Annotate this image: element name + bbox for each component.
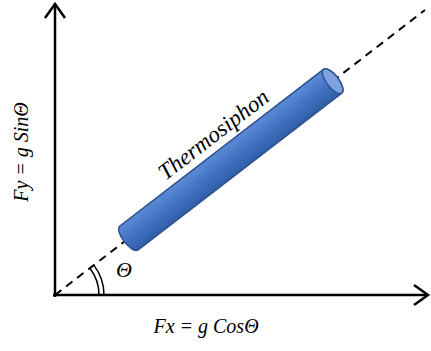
dashed-axis	[55, 10, 425, 295]
angle-arc	[94, 265, 104, 295]
thermosiphon-tube	[115, 66, 346, 254]
x-axis	[53, 294, 426, 297]
y-axis	[54, 6, 57, 297]
angle-label: Θ	[116, 259, 132, 281]
force-label: Fx = g CosΘ	[153, 316, 258, 336]
x-axis-arrowhead	[414, 285, 428, 305]
force-label: Fy = g SinΘ	[11, 102, 31, 202]
y-axis-arrowhead	[45, 4, 65, 18]
